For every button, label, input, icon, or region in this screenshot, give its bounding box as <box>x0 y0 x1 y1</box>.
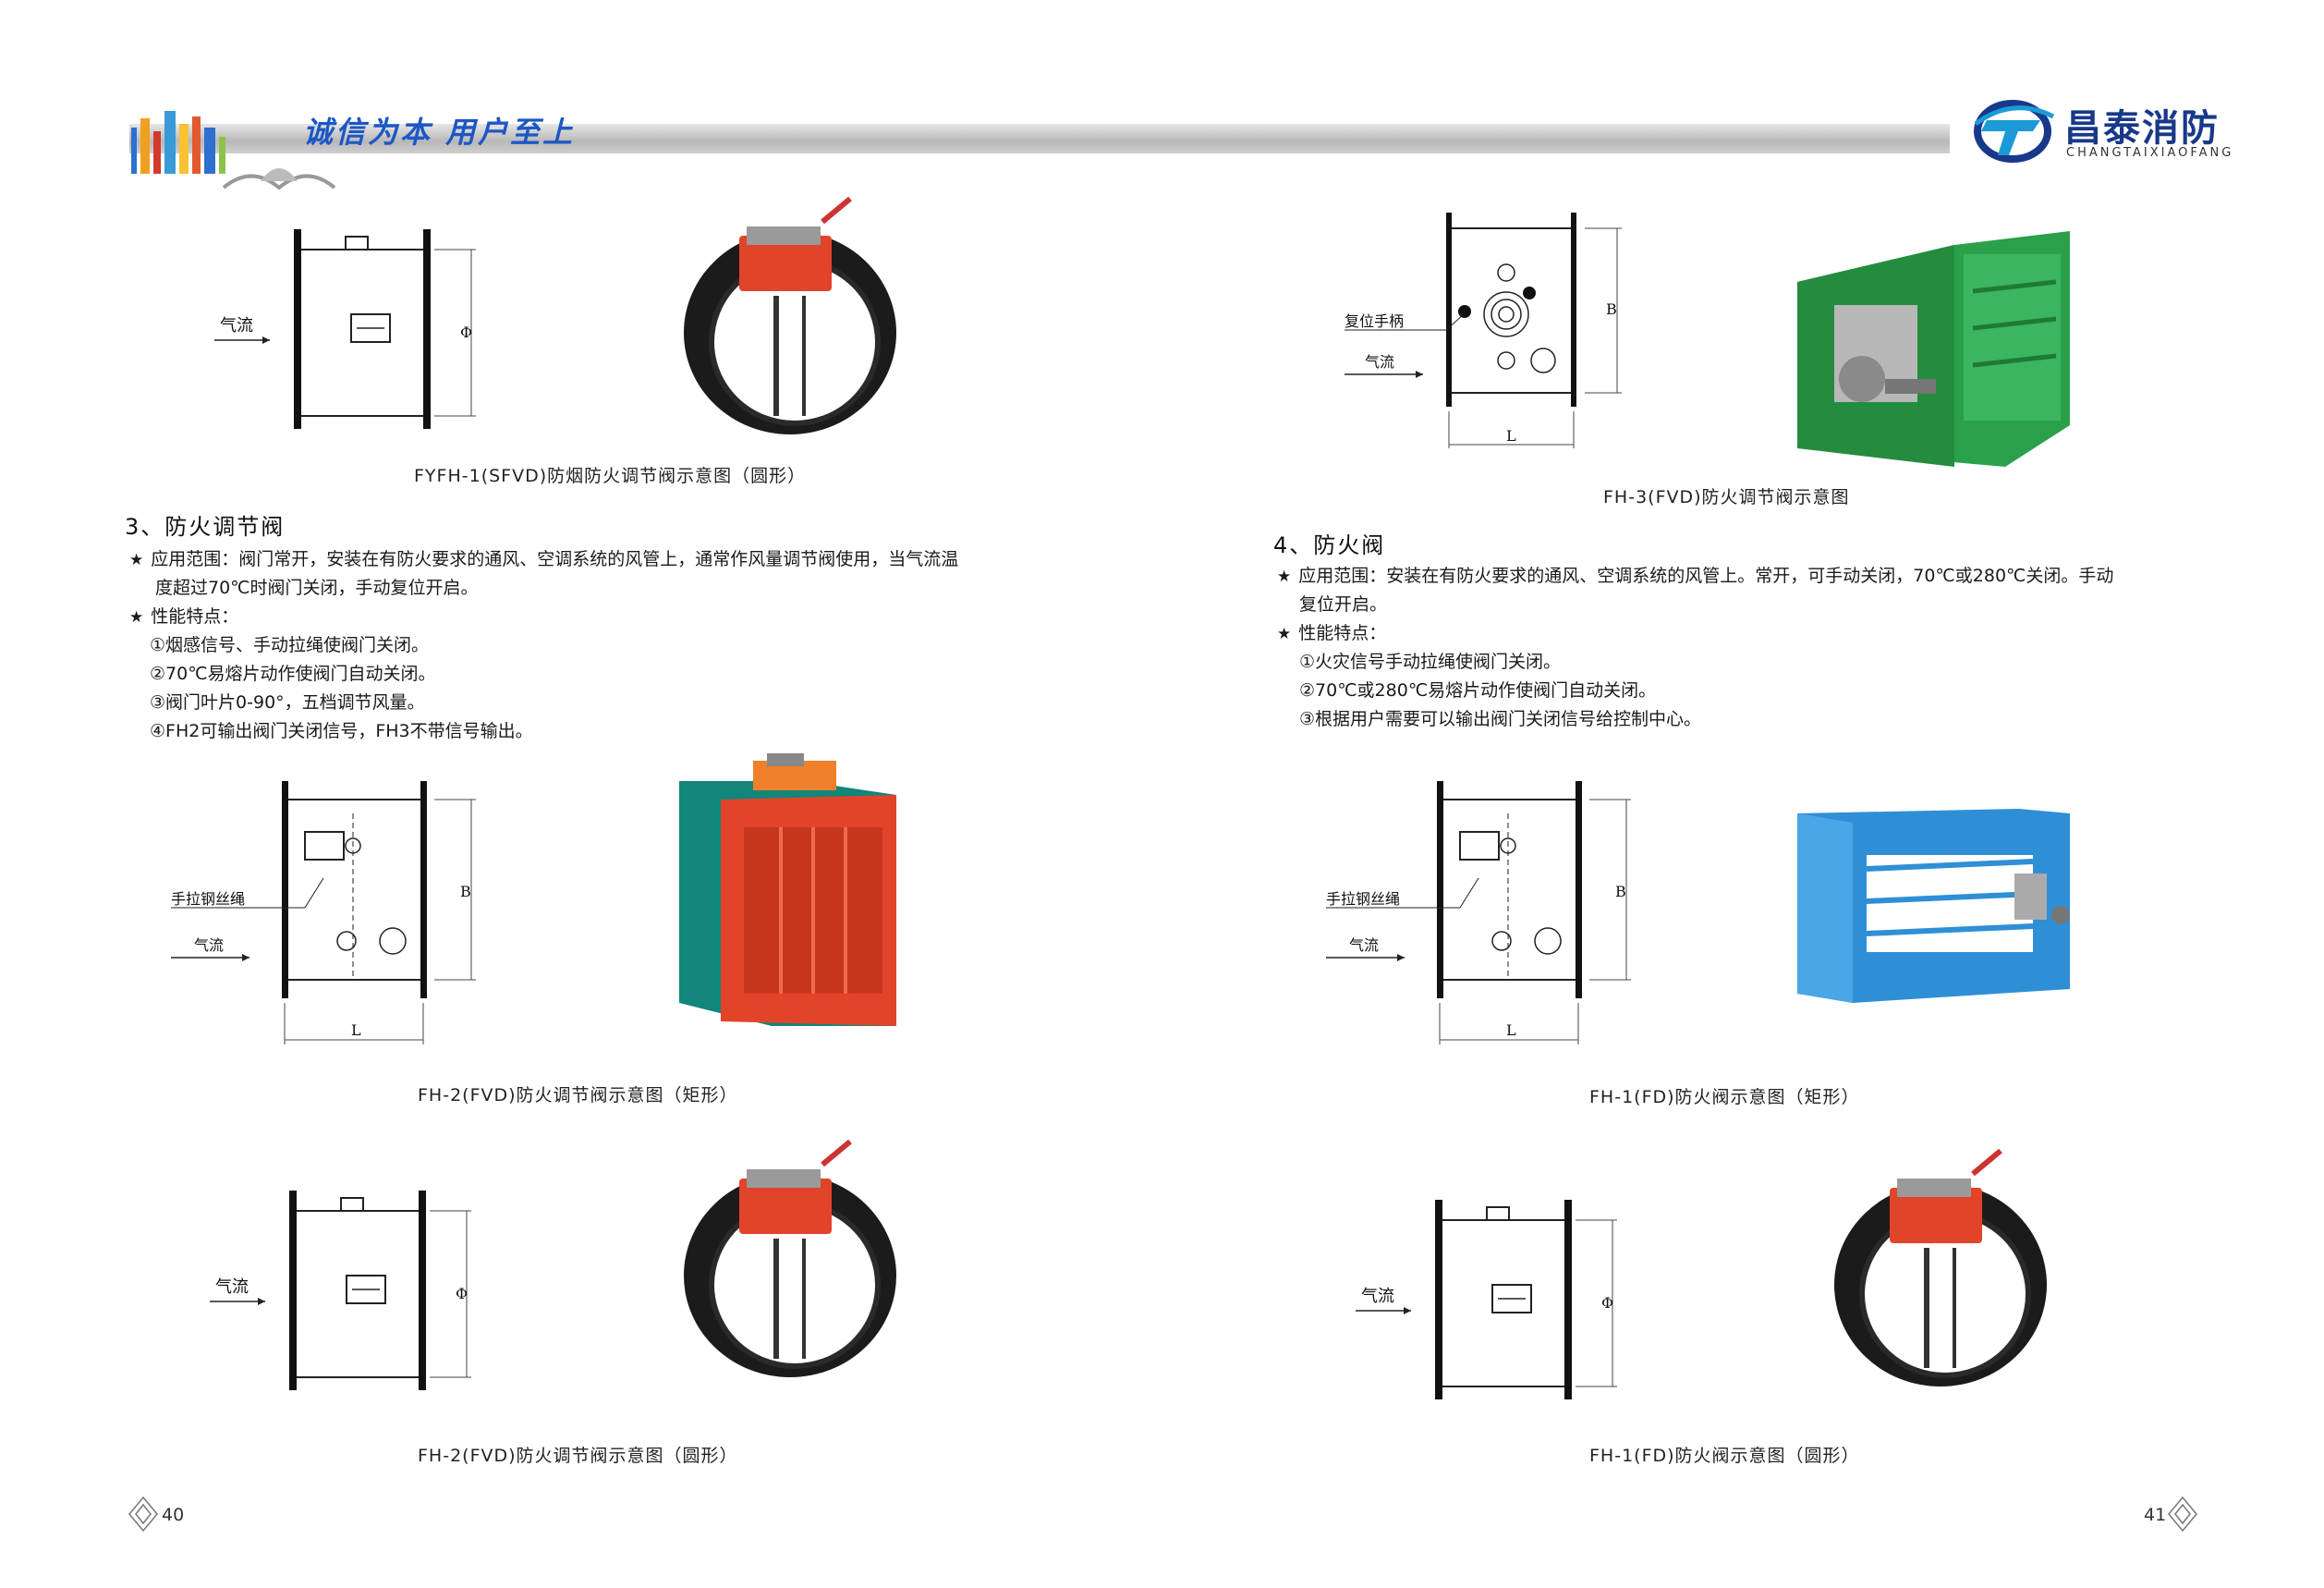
b-label: B <box>1606 300 1617 318</box>
scope-line-1: 应用范围：阀门常开，安装在有防火要求的通风、空调系统的风管上，通常作风量调节阀使… <box>129 545 958 575</box>
fh2-round-diagram: Φ 气流 <box>210 1191 471 1390</box>
airflow-label: 气流 <box>1365 353 1394 371</box>
fh1-rect-diagram: B L 手拉钢丝绳 气流 <box>1326 781 1631 1044</box>
phi-label: Φ <box>1601 1294 1613 1312</box>
caption-fh2-rect: FH-2(FVD)防火调节阀示意图（矩形） <box>418 1085 738 1105</box>
section-title-4: 4、防火阀 <box>1273 532 1386 558</box>
feature-item: ③阀门叶片0-90°，五档调节风量。 <box>150 692 425 713</box>
caption-fh2-round: FH-2(FVD)防火调节阀示意图（圆形） <box>418 1446 738 1466</box>
page-ornament-icon <box>128 1496 158 1533</box>
phi-label: Φ <box>460 324 472 341</box>
page-ornament-icon <box>2168 1496 2197 1533</box>
l-label: L <box>1506 1021 1516 1039</box>
fh1-rect-photo <box>1797 809 2070 1003</box>
section-title-3: 3、防火调节阀 <box>125 514 286 540</box>
logo-text-cn: 昌泰消防 <box>2064 107 2220 150</box>
airflow-label: 气流 <box>1349 936 1379 954</box>
fh1-round-diagram: Φ 气流 <box>1356 1200 1617 1399</box>
feature-item: ①烟感信号、手动拉绳使阀门关闭。 <box>150 635 430 655</box>
airflow-label: 气流 <box>220 316 253 336</box>
logo-text-en: CHANGTAIXIAOFANG <box>2066 146 2234 160</box>
page-number-right: 41 <box>2144 1505 2167 1525</box>
airflow-label: 气流 <box>1361 1287 1394 1306</box>
caption-fh1-round: FH-1(FD)防火阀示意图（圆形） <box>1589 1446 1860 1466</box>
fyfh-round-diagram: Φ 气流 <box>214 229 476 429</box>
scope-line-2: 度超过70℃时阀门关闭，手动复位开启。 <box>155 578 479 598</box>
scope-line-1: 应用范围：安装在有防火要求的通风、空调系统的风管上。常开，可手动关闭，70℃或2… <box>1277 562 2113 592</box>
city-skyline-logo <box>131 111 336 190</box>
caption-fh1-rect: FH-1(FD)防火阀示意图（矩形） <box>1589 1087 1860 1107</box>
fyfh-round-photo <box>684 196 896 434</box>
b-label: B <box>1615 883 1626 900</box>
reset-handle-label: 复位手柄 <box>1345 312 1404 330</box>
b-label: B <box>460 883 471 900</box>
feature-item: ①火灾信号手动拉绳使阀门关闭。 <box>1299 652 1562 672</box>
caption-fh3: FH-3(FVD)防火调节阀示意图 <box>1603 487 1850 507</box>
fh3-photo <box>1797 231 2070 467</box>
feature-item: ④FH2可输出阀门关闭信号，FH3不带信号输出。 <box>150 721 533 741</box>
airflow-label: 气流 <box>215 1277 249 1297</box>
fh2-round-photo <box>684 1139 896 1377</box>
feature-item: ②70℃易熔片动作使阀门自动关闭。 <box>150 664 436 684</box>
page-number-left: 40 <box>162 1505 185 1525</box>
fh2-rect-photo <box>679 753 896 1026</box>
pull-wire-label: 手拉钢丝绳 <box>1326 890 1400 908</box>
header-slogan: 诚信为本 用户至上 <box>303 115 576 150</box>
l-label: L <box>1506 427 1516 445</box>
airflow-label: 气流 <box>194 936 224 954</box>
caption-fyfh: FYFH-1(SFVD)防烟防火调节阀示意图（圆形） <box>414 466 807 486</box>
features-title: 性能特点： <box>1277 619 1386 649</box>
header-bar <box>129 124 2245 153</box>
pull-wire-label: 手拉钢丝绳 <box>171 890 245 908</box>
scope-line-2: 复位开启。 <box>1299 594 1388 615</box>
fh2-rect-diagram: B L 手拉钢丝绳 气流 <box>171 781 476 1044</box>
feature-item: ②70℃或280℃易熔片动作使阀门自动关闭。 <box>1299 680 1657 701</box>
phi-label: Φ <box>456 1285 468 1302</box>
changtai-logo-icon <box>1974 100 2055 163</box>
feature-item: ③根据用户需要可以输出阀门关闭信号给控制中心。 <box>1299 709 1702 729</box>
l-label: L <box>351 1021 361 1039</box>
fh1-round-photo <box>1834 1148 2047 1386</box>
features-title: 性能特点： <box>129 603 238 632</box>
fh3-diagram: B L 复位手柄 气流 <box>1345 213 1622 448</box>
